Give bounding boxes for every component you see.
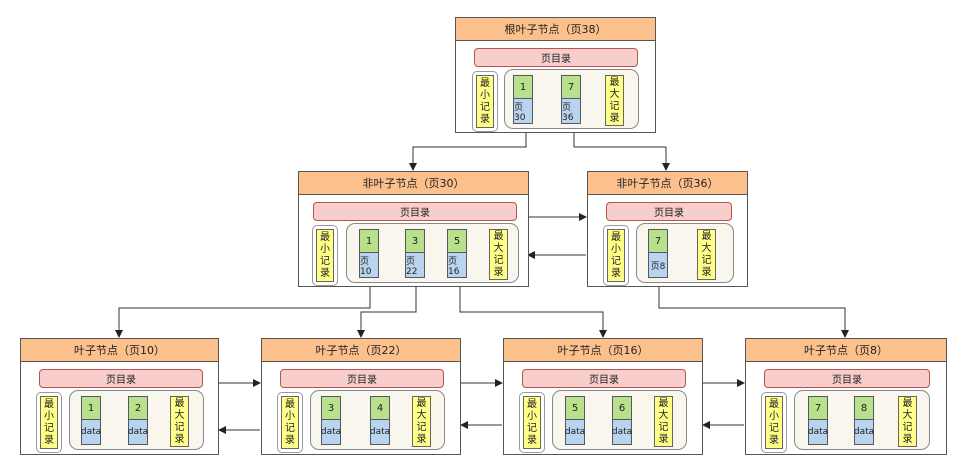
record-key: 1	[81, 396, 101, 420]
record-pointer: 页16	[447, 253, 467, 278]
max-record: 最大记录	[170, 396, 189, 447]
record-group: 1 data 2 data 最大记录	[69, 390, 204, 450]
max-record: 最大记录	[697, 229, 716, 280]
record: 4 data	[370, 396, 390, 445]
record-group: 1 页30 7 页36 最大记录	[504, 69, 639, 129]
record: 1 页30	[513, 75, 533, 124]
record: 7 页36	[561, 75, 581, 124]
record-key: 2	[128, 396, 148, 420]
record-key: 8	[854, 396, 874, 420]
record: 6 data	[612, 396, 632, 445]
record-key: 6	[612, 396, 632, 420]
record-group: 1 页10 3 页22 5 页16 最大记录	[346, 223, 519, 283]
node-title: 非叶子节点（页30）	[299, 172, 528, 195]
record-group: 3 data 4 data 最大记录	[310, 390, 445, 450]
record-group: 7 页8 最大记录	[636, 223, 734, 283]
record: 3 data	[321, 396, 341, 445]
min-record: 最小记录	[312, 225, 338, 286]
leaf-node-page16: 叶子节点（页16） 页目录 最小记录 5 data 6 data 最大记录	[503, 338, 703, 455]
record-key: 7	[808, 396, 828, 420]
internal-node-page30: 非叶子节点（页30） 页目录 最小记录 1 页10 3 页22 5 页16 最大…	[298, 171, 529, 287]
record-data: data	[81, 420, 101, 445]
record-pointer: 页10	[359, 253, 379, 278]
record-key: 7	[648, 229, 668, 253]
record-group: 7 data 8 data 最大记录	[794, 390, 930, 450]
max-record: 最大记录	[489, 229, 508, 280]
record-data: data	[321, 420, 341, 445]
record-key: 3	[321, 396, 341, 420]
node-title: 根叶子节点（页38）	[456, 18, 655, 41]
record-pointer: 页36	[561, 99, 581, 124]
max-record: 最大记录	[412, 396, 431, 447]
min-record: 最小记录	[761, 392, 787, 453]
leaf-node-page8: 叶子节点（页8） 页目录 最小记录 7 data 8 data 最大记录	[745, 338, 947, 455]
record-data: data	[808, 420, 828, 445]
page-directory: 页目录	[764, 369, 930, 388]
node-title: 叶子节点（页10）	[21, 339, 218, 362]
record-key: 5	[565, 396, 585, 420]
page-directory: 页目录	[606, 202, 732, 221]
node-title: 非叶子节点（页36）	[588, 172, 747, 195]
record: 1 页10	[359, 229, 379, 278]
record-group: 5 data 6 data 最大记录	[552, 390, 687, 450]
page-directory: 页目录	[39, 369, 203, 388]
record-data: data	[565, 420, 585, 445]
record-pointer: 页8	[648, 253, 668, 278]
page-directory: 页目录	[280, 369, 444, 388]
record: 5 data	[565, 396, 585, 445]
record-key: 1	[513, 75, 533, 99]
internal-node-page36: 非叶子节点（页36） 页目录 最小记录 7 页8 最大记录	[587, 171, 748, 287]
record-data: data	[612, 420, 632, 445]
record: 8 data	[854, 396, 874, 445]
min-record: 最小记录	[36, 392, 62, 453]
record: 1 data	[81, 396, 101, 445]
record-key: 1	[359, 229, 379, 253]
min-record: 最小记录	[472, 71, 498, 132]
record-data: data	[128, 420, 148, 445]
max-record: 最大记录	[605, 75, 624, 126]
record: 5 页16	[447, 229, 467, 278]
page-directory: 页目录	[313, 202, 517, 221]
record: 3 页22	[405, 229, 425, 278]
record-pointer: 页30	[513, 99, 533, 124]
max-record: 最大记录	[654, 396, 673, 447]
min-record: 最小记录	[603, 225, 629, 286]
record-pointer: 页22	[405, 253, 425, 278]
node-title: 叶子节点（页16）	[504, 339, 702, 362]
record: 7 data	[808, 396, 828, 445]
record-data: data	[370, 420, 390, 445]
root-node: 根叶子节点（页38） 页目录 最小记录 1 页30 7 页36 最大记录	[455, 17, 656, 133]
record-key: 7	[561, 75, 581, 99]
record-key: 3	[405, 229, 425, 253]
record: 2 data	[128, 396, 148, 445]
leaf-node-page22: 叶子节点（页22） 页目录 最小记录 3 data 4 data 最大记录	[261, 338, 461, 455]
page-directory: 页目录	[474, 48, 638, 67]
min-record: 最小记录	[277, 392, 303, 453]
leaf-node-page10: 叶子节点（页10） 页目录 最小记录 1 data 2 data 最大记录	[20, 338, 219, 455]
max-record: 最大记录	[898, 396, 917, 447]
node-title: 叶子节点（页22）	[262, 339, 460, 362]
record-key: 4	[370, 396, 390, 420]
record: 7 页8	[648, 229, 668, 278]
page-directory: 页目录	[522, 369, 686, 388]
record-data: data	[854, 420, 874, 445]
node-title: 叶子节点（页8）	[746, 339, 946, 362]
min-record: 最小记录	[519, 392, 545, 453]
record-key: 5	[447, 229, 467, 253]
